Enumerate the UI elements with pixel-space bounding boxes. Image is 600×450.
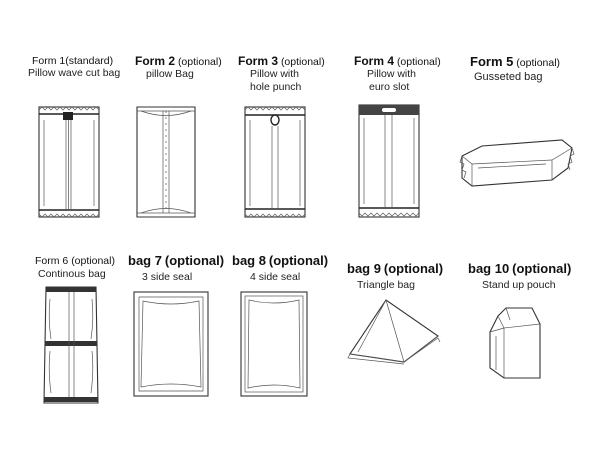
form-4-suffix: (optional) (396, 56, 441, 68)
form-4-subtitle-line-2: euro slot (369, 81, 410, 93)
form-3-subtitle: Pillow with (250, 68, 300, 80)
pillow-euro-slot-illustration (358, 104, 420, 218)
form-2-suffix: (optional) (177, 56, 222, 68)
bag-8-number: bag 8 (232, 253, 266, 268)
form-4-subtitle: Pillow with (367, 68, 417, 80)
bag-10-subtitle: Stand up pouch (482, 279, 556, 291)
bag-7-suffix: (optional) (164, 253, 225, 268)
bag-10-suffix: (optional) (512, 261, 572, 276)
triangle-bag-illustration (347, 299, 441, 365)
bag-7-subtitle: 3 side seal (142, 271, 193, 283)
form-3-subtitle-line-2: hole punch (250, 81, 302, 93)
form-5-subtitle: Gusseted bag (474, 71, 543, 83)
four-side-seal-illustration (240, 291, 308, 397)
form-6-title: Form 6 (optional) (35, 255, 115, 268)
form-2-subtitle: pillow Bag (146, 68, 194, 80)
bag-8-suffix: (optional) (268, 253, 329, 268)
three-side-seal-illustration (133, 291, 209, 397)
bag-8-title: bag 8 (optional) (232, 254, 328, 269)
form-2-number: Form 2 (135, 54, 176, 68)
form-6-suffix: (optional) (71, 255, 115, 267)
form-3-number: Form 3 (238, 54, 279, 68)
form-1-title: Form 1(standard) (32, 55, 113, 68)
bag-10-title: bag 10 (optional) (468, 262, 571, 277)
pillow-bag-illustration (136, 106, 196, 218)
form-5-number: Form 5 (470, 54, 514, 69)
form-5-title: Form 5 (optional) (470, 55, 560, 70)
form-3-suffix: (optional) (280, 56, 325, 68)
form-1-number: Form 1 (32, 55, 66, 67)
form-4-title: Form 4 (optional) (354, 55, 441, 69)
bag-9-title: bag 9 (optional) (347, 262, 443, 277)
form-5-suffix: (optional) (516, 57, 561, 69)
bag-9-subtitle: Triangle bag (357, 279, 415, 291)
bag-9-suffix: (optional) (383, 261, 444, 276)
form-3-title: Form 3 (optional) (238, 55, 325, 69)
form-1-suffix: (standard) (65, 55, 114, 67)
bag-7-number: bag 7 (128, 253, 162, 268)
bag-10-number: bag 10 (468, 261, 510, 276)
pillow-hole-punch-illustration (244, 106, 306, 218)
continuous-bag-illustration (43, 286, 99, 404)
form-4-number: Form 4 (354, 54, 395, 68)
bag-9-number: bag 9 (347, 261, 381, 276)
bag-8-subtitle: 4 side seal (250, 271, 301, 283)
gusseted-bag-illustration (459, 139, 575, 187)
pillow-wave-cut-bag-illustration (38, 106, 100, 218)
bag-7-title: bag 7 (optional) (128, 254, 224, 269)
form-1-subtitle: Pillow wave cut bag (28, 67, 121, 79)
form-6-number: Form 6 (35, 255, 69, 267)
form-6-subtitle: Continous bag (38, 268, 106, 280)
form-2-title: Form 2 (optional) (135, 55, 222, 69)
stand-up-pouch-illustration (489, 307, 541, 379)
